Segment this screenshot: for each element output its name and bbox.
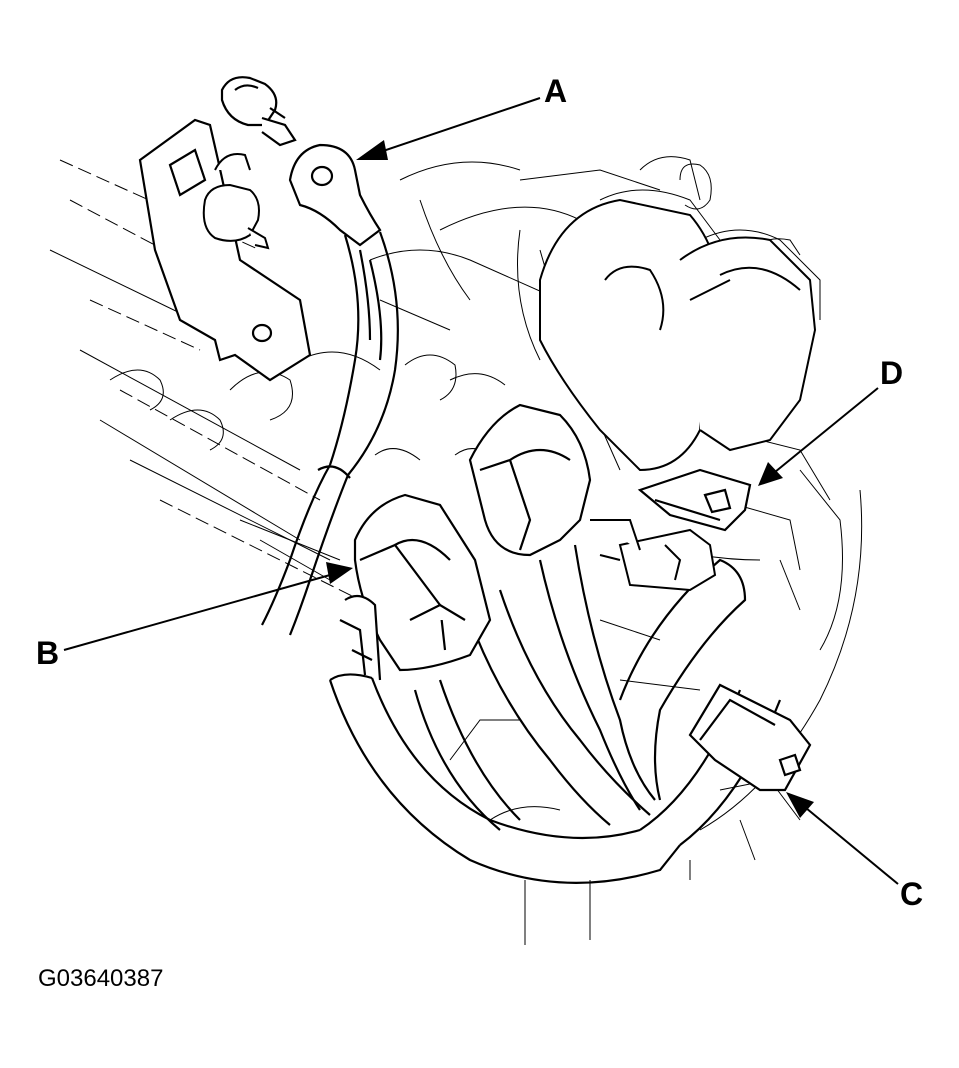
callout-label-c: C xyxy=(900,876,923,912)
callout-label-d: D xyxy=(880,355,903,391)
clip-d xyxy=(637,468,752,532)
callout-leader-b xyxy=(63,562,353,651)
sensor-connector xyxy=(590,519,717,592)
connector-c xyxy=(688,683,812,792)
throttle-assembly xyxy=(539,198,817,472)
ground-stud xyxy=(202,153,270,250)
callout-label-b: B xyxy=(36,635,59,671)
callout-label-a: A xyxy=(544,73,567,109)
ground-cable xyxy=(261,231,399,636)
callout-leader-d xyxy=(758,387,879,486)
center-connector xyxy=(468,403,592,557)
callout-leader-c xyxy=(786,792,899,885)
callout-leader-a xyxy=(356,97,541,160)
ground-bolt xyxy=(220,76,297,147)
ground-terminal xyxy=(288,143,382,247)
ground-bracket xyxy=(138,118,312,382)
connector-b xyxy=(339,493,492,681)
figure-id: G03640387 xyxy=(38,965,163,992)
